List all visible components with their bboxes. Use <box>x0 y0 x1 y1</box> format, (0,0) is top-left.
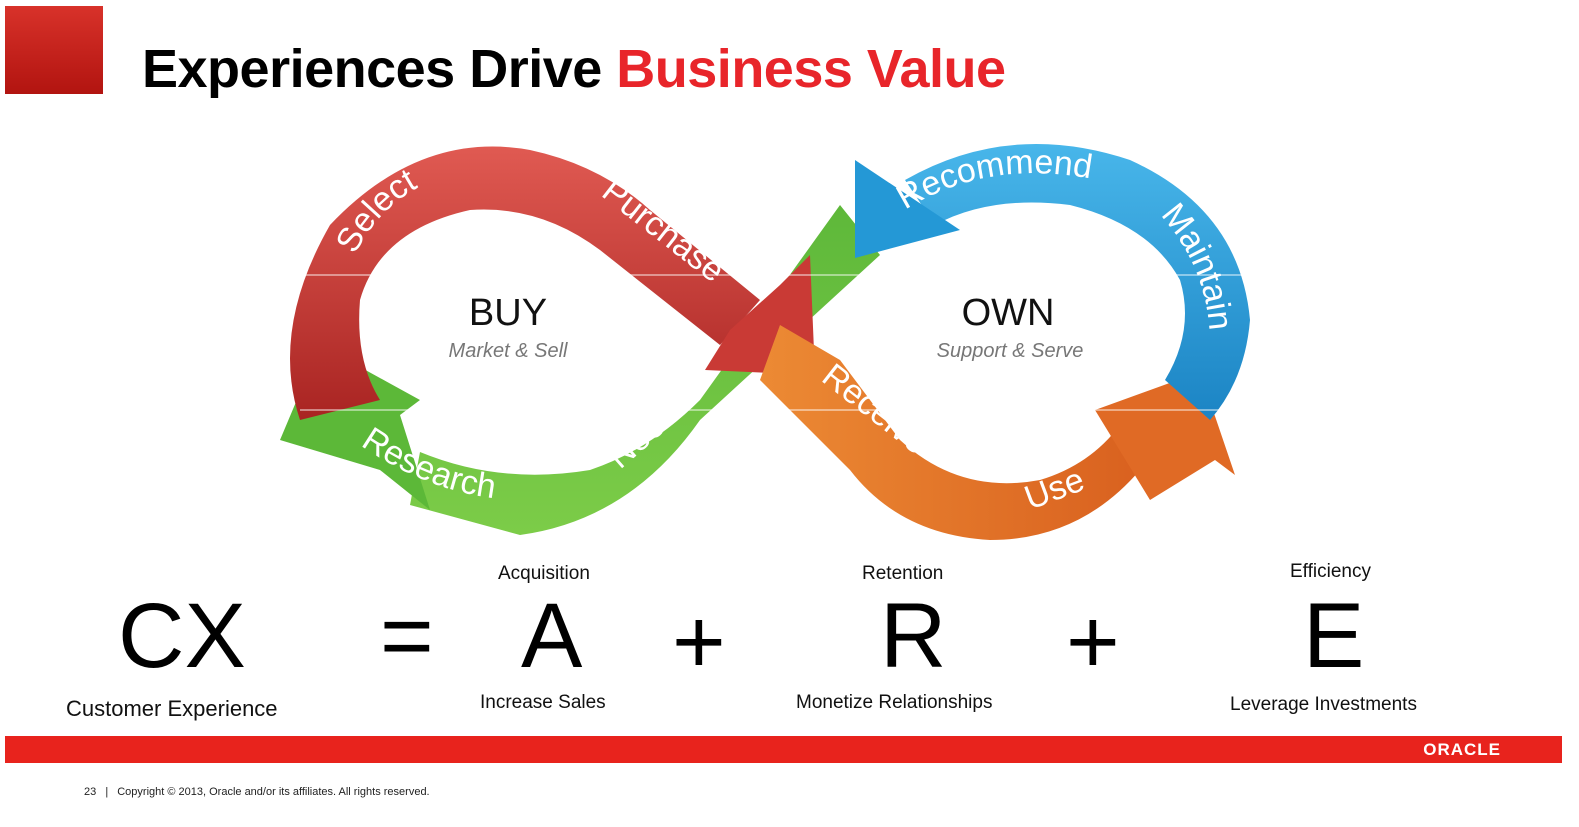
copyright-text: Copyright © 2013, Oracle and/or its affi… <box>117 786 430 798</box>
footer-text: 23 | Copyright © 2013, Oracle and/or its… <box>84 786 430 798</box>
stage-recommend: Recommend <box>890 143 1095 217</box>
orange-arrow-band <box>760 325 1140 540</box>
e-caption: Leverage Investments <box>1230 694 1417 715</box>
r-symbol: R <box>880 585 947 687</box>
a-symbol: A <box>521 585 583 687</box>
cx-caption: Customer Experience <box>66 696 278 721</box>
equals-sign: = <box>380 585 434 687</box>
buy-sublabel: Market & Sell <box>449 340 568 362</box>
own-sublabel: Support & Serve <box>937 340 1084 362</box>
footer-separator: | <box>105 786 109 798</box>
efficiency-label: Efficiency <box>1290 561 1371 582</box>
slide-title: Experiences Drive Business Value <box>142 38 1006 100</box>
corner-accent-square <box>5 6 103 94</box>
page-number: 23 <box>84 786 97 798</box>
blue-arrow-head <box>855 160 960 258</box>
plus-sign: + <box>672 591 726 693</box>
red-arrow-band <box>290 146 760 421</box>
title-accent: Business Value <box>616 39 1006 99</box>
buy-label: BUY <box>469 292 547 334</box>
acquisition-label: Acquisition <box>498 563 590 584</box>
green-arrow-band <box>410 205 880 535</box>
e-symbol: E <box>1303 585 1365 687</box>
title-main: Experiences Drive <box>142 39 617 99</box>
a-caption: Increase Sales <box>480 692 606 713</box>
footer-bar <box>5 736 1562 763</box>
own-label: OWN <box>962 292 1055 334</box>
plus-sign: + <box>1066 591 1120 693</box>
retention-label: Retention <box>862 563 944 584</box>
blue-arrow-band <box>905 144 1250 420</box>
cx-symbol: CX <box>118 585 246 687</box>
r-caption: Monetize Relationships <box>796 692 993 713</box>
oracle-logo: ORACLE <box>1423 740 1501 759</box>
